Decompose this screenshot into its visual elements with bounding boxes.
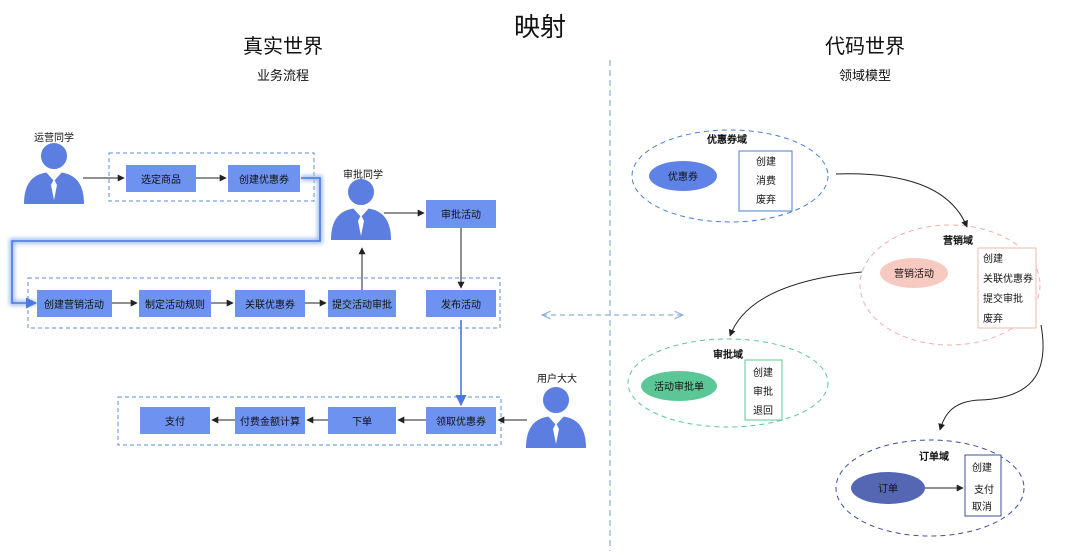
order-entity-label: 订单 bbox=[878, 483, 898, 495]
domain-model-subheading: 领域模型 bbox=[839, 69, 891, 84]
ops-actor-icon bbox=[23, 141, 85, 205]
step-link-coupon: 关联优惠券 bbox=[235, 290, 305, 317]
step-set-rules: 制定活动规则 bbox=[139, 290, 211, 317]
step-publish-activity-label: 发布活动 bbox=[441, 298, 481, 311]
approver-actor-label: 审批同学 bbox=[343, 168, 383, 181]
step-link-coupon-label: 关联优惠券 bbox=[245, 298, 295, 311]
coupon-op-create: 创建 bbox=[756, 155, 776, 168]
marketing-entity-label: 营销活动 bbox=[894, 267, 934, 280]
step-approve-activity: 审批活动 bbox=[426, 200, 496, 228]
coupon-ops-box bbox=[738, 150, 793, 212]
coupon-domain-name: 优惠券域 bbox=[707, 133, 747, 146]
approval-op-approve: 审批 bbox=[753, 385, 773, 398]
marketing-domain-name: 营销域 bbox=[943, 234, 973, 247]
step-submit-approval: 提交活动审批 bbox=[328, 290, 396, 317]
approver-actor-icon bbox=[330, 177, 392, 241]
step-calc-amount-label: 付费金额计算 bbox=[240, 415, 300, 428]
marketing-domain: 营销域 营销活动 创建 关联优惠券 提交审批 废弃 bbox=[859, 224, 1041, 346]
business-process-subheading: 业务流程 bbox=[257, 68, 309, 84]
coupon-op-consume: 消费 bbox=[756, 174, 776, 187]
approval-domain: 审批域 活动审批单 创建 审批 退回 bbox=[627, 338, 829, 428]
approval-op-return: 退回 bbox=[753, 405, 773, 417]
step-publish-activity: 发布活动 bbox=[426, 290, 496, 317]
process-arrows bbox=[83, 174, 527, 424]
coupon-entity bbox=[649, 161, 717, 191]
approval-ops-box bbox=[744, 359, 783, 421]
order-domain-name: 订单域 bbox=[919, 450, 949, 463]
coupon-op-discard: 废弃 bbox=[756, 193, 776, 206]
step-place-order-label: 下单 bbox=[352, 416, 372, 428]
order-entity bbox=[851, 472, 925, 504]
step-pay-label: 支付 bbox=[165, 415, 185, 428]
step-set-rules-label: 制定活动规则 bbox=[145, 298, 205, 311]
marketing-ops-box bbox=[977, 247, 1037, 329]
marketing-op-create: 创建 bbox=[983, 252, 1003, 265]
user-actor-icon bbox=[525, 385, 587, 449]
step-calc-amount: 付费金额计算 bbox=[235, 407, 305, 434]
step-create-coupon: 创建优惠券 bbox=[228, 165, 300, 192]
step-create-coupon-label: 创建优惠券 bbox=[239, 173, 289, 186]
marketing-entity bbox=[880, 258, 948, 288]
coupon-entity-label: 优惠券 bbox=[668, 170, 698, 183]
marketing-domain-boundary bbox=[859, 224, 1041, 346]
page-title: 映射 bbox=[514, 13, 566, 43]
domain-relation-arrows bbox=[728, 173, 1044, 492]
code-world-heading: 代码世界 bbox=[825, 34, 905, 58]
step-create-campaign: 创建营销活动 bbox=[37, 290, 112, 317]
marketing-op-submit-approval: 提交审批 bbox=[983, 292, 1023, 305]
coupon-domain-boundary bbox=[631, 129, 829, 223]
approval-entity-label: 活动审批单 bbox=[654, 380, 704, 393]
order-op-pay: 支付 bbox=[974, 483, 994, 496]
highlight-path-a bbox=[11, 177, 321, 309]
marketing-op-discard: 废弃 bbox=[983, 312, 1003, 325]
step-approve-activity-label: 审批活动 bbox=[441, 208, 481, 221]
step-pay: 支付 bbox=[140, 407, 210, 434]
approval-domain-boundary bbox=[627, 338, 829, 428]
step-claim-coupon: 领取优惠券 bbox=[426, 407, 496, 434]
order-domain: 订单域 订单 创建 支付 取消 bbox=[835, 439, 1025, 537]
approval-op-create: 创建 bbox=[753, 366, 773, 379]
order-ops-box bbox=[964, 454, 1002, 517]
order-domain-boundary bbox=[835, 439, 1025, 537]
coupon-domain: 优惠券域 优惠券 创建 消费 废弃 bbox=[631, 129, 829, 223]
approval-entity bbox=[641, 371, 717, 401]
approval-domain-name: 审批域 bbox=[713, 348, 743, 361]
real-world-heading: 真实世界 bbox=[243, 34, 323, 58]
order-op-cancel: 取消 bbox=[972, 500, 992, 513]
marketing-op-link-coupon: 关联优惠券 bbox=[983, 272, 1033, 285]
step-select-product: 选定商品 bbox=[126, 165, 196, 192]
user-actor-label: 用户大大 bbox=[537, 372, 577, 385]
step-create-campaign-label: 创建营销活动 bbox=[44, 298, 104, 311]
step-select-product-label: 选定商品 bbox=[141, 173, 181, 186]
step-place-order: 下单 bbox=[328, 407, 396, 434]
step-submit-approval-label: 提交活动审批 bbox=[332, 298, 392, 311]
step-claim-coupon-label: 领取优惠券 bbox=[436, 415, 486, 428]
order-op-create: 创建 bbox=[972, 461, 992, 474]
ops-actor-label: 运营同学 bbox=[34, 131, 74, 144]
